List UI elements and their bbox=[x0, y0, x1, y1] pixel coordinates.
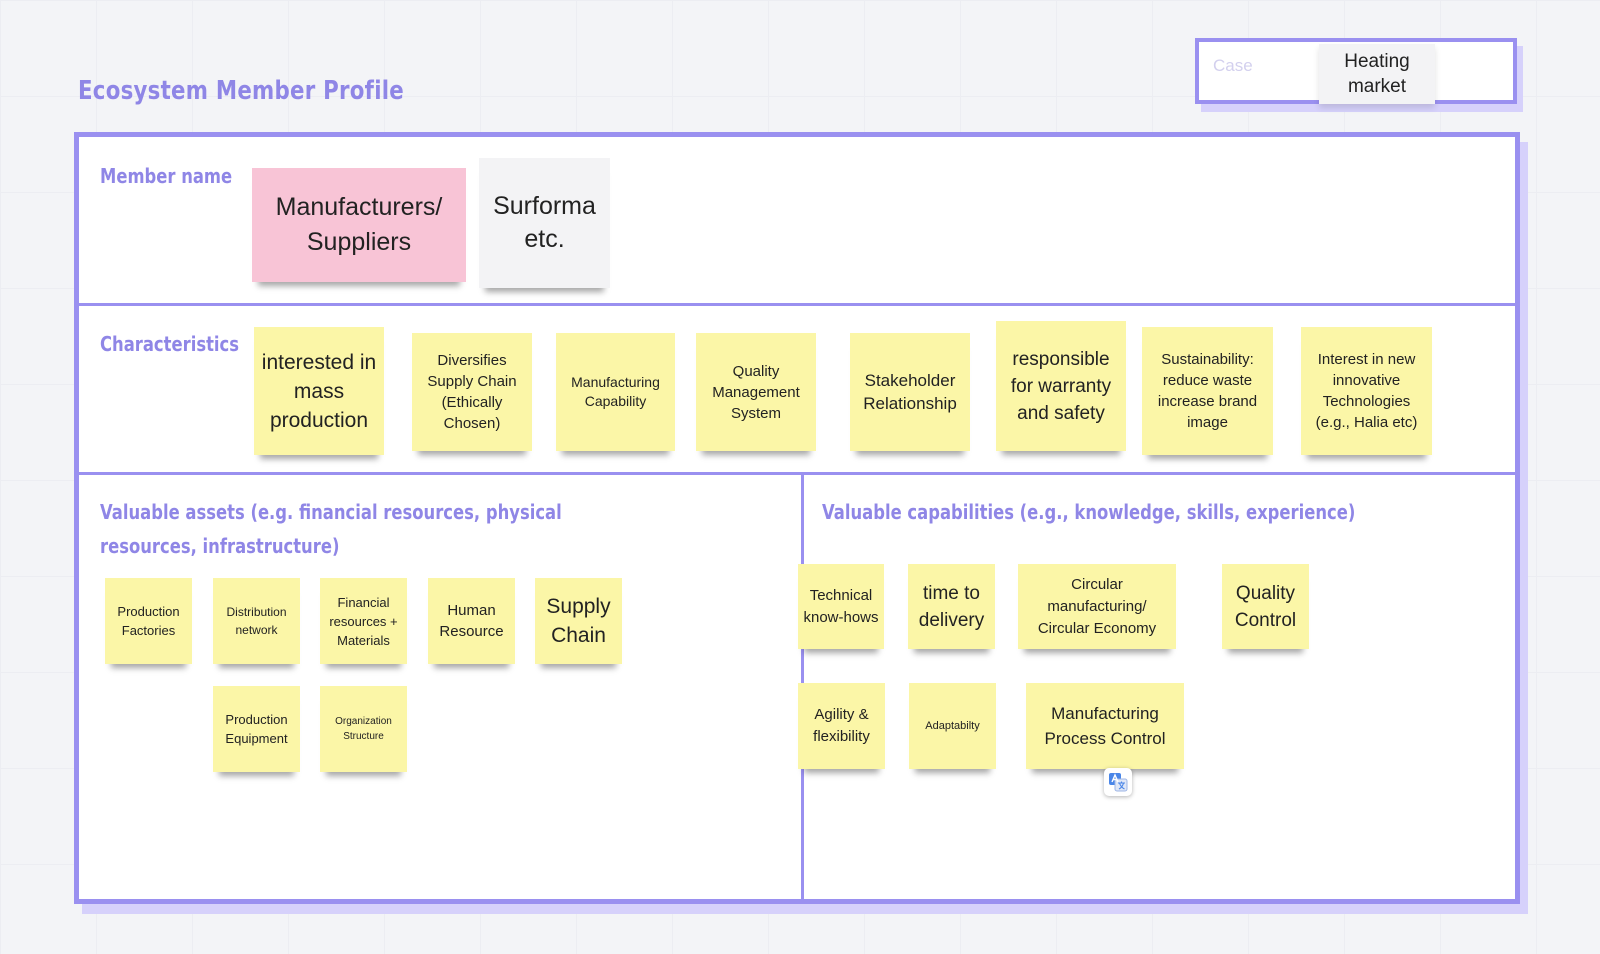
section-label-assets: Valuable assets (e.g. financial resource… bbox=[100, 495, 658, 563]
sticky-note-asset[interactable]: Human Resource bbox=[428, 578, 515, 664]
divider bbox=[79, 303, 1515, 306]
sticky-note-characteristic[interactable]: Manufacturing Capability bbox=[556, 333, 675, 451]
sticky-note-characteristic[interactable]: interested in mass production bbox=[254, 327, 384, 455]
sticky-note-characteristic[interactable]: Sustainability: reduce waste increase br… bbox=[1142, 327, 1273, 455]
sticky-note-capability[interactable]: time to delivery bbox=[908, 564, 995, 649]
case-label: Case bbox=[1213, 56, 1253, 76]
sticky-note-characteristic[interactable]: Quality Management System bbox=[696, 333, 816, 451]
section-label-capabilities: Valuable capabilities (e.g., knowledge, … bbox=[822, 495, 1355, 529]
sticky-note-capability[interactable]: Adaptabilty bbox=[909, 683, 996, 769]
sticky-note-characteristic[interactable]: Stakeholder Relationship bbox=[850, 333, 970, 451]
sticky-note-capability[interactable]: Circular manufacturing/ Circular Economy bbox=[1018, 564, 1176, 649]
profile-board: Member name Characteristics Valuable ass… bbox=[74, 132, 1520, 904]
sticky-note-asset[interactable]: Production Factories bbox=[105, 578, 192, 664]
sticky-note-characteristic[interactable]: responsible for warranty and safety bbox=[996, 321, 1126, 451]
sticky-note-capability[interactable]: Agility & flexibility bbox=[798, 683, 885, 769]
sticky-note-capability[interactable]: Manufacturing Process Control bbox=[1026, 683, 1184, 769]
translate-glyph-icon bbox=[1108, 772, 1128, 792]
section-label-characteristics: Characteristics bbox=[100, 327, 239, 361]
page-title: Ecosystem Member Profile bbox=[78, 76, 404, 106]
sticky-note-capability[interactable]: Technical know-hows bbox=[798, 564, 884, 649]
google-translate-icon[interactable] bbox=[1104, 768, 1132, 796]
sticky-note-asset[interactable]: Organization Structure bbox=[320, 686, 407, 772]
sticky-note-asset[interactable]: Financial resources + Materials bbox=[320, 578, 407, 664]
sticky-note-asset[interactable]: Supply Chain bbox=[535, 578, 622, 664]
divider bbox=[79, 472, 1515, 475]
sticky-note-asset[interactable]: Production Equipment bbox=[213, 686, 300, 772]
case-box[interactable]: Case Heating market bbox=[1195, 38, 1517, 104]
sticky-note-asset[interactable]: Distribution network bbox=[213, 578, 300, 664]
sticky-note-capability[interactable]: Quality Control bbox=[1222, 564, 1309, 649]
sticky-note-characteristic[interactable]: Diversifies Supply Chain (Ethically Chos… bbox=[412, 333, 532, 451]
sticky-note-member[interactable]: Surforma etc. bbox=[479, 158, 610, 288]
case-sticky-note[interactable]: Heating market bbox=[1319, 44, 1435, 104]
sticky-note-characteristic[interactable]: Interest in new innovative Technologies … bbox=[1301, 327, 1432, 455]
sticky-note-member[interactable]: Manufacturers/ Suppliers bbox=[252, 168, 466, 282]
section-label-member-name: Member name bbox=[100, 159, 232, 193]
